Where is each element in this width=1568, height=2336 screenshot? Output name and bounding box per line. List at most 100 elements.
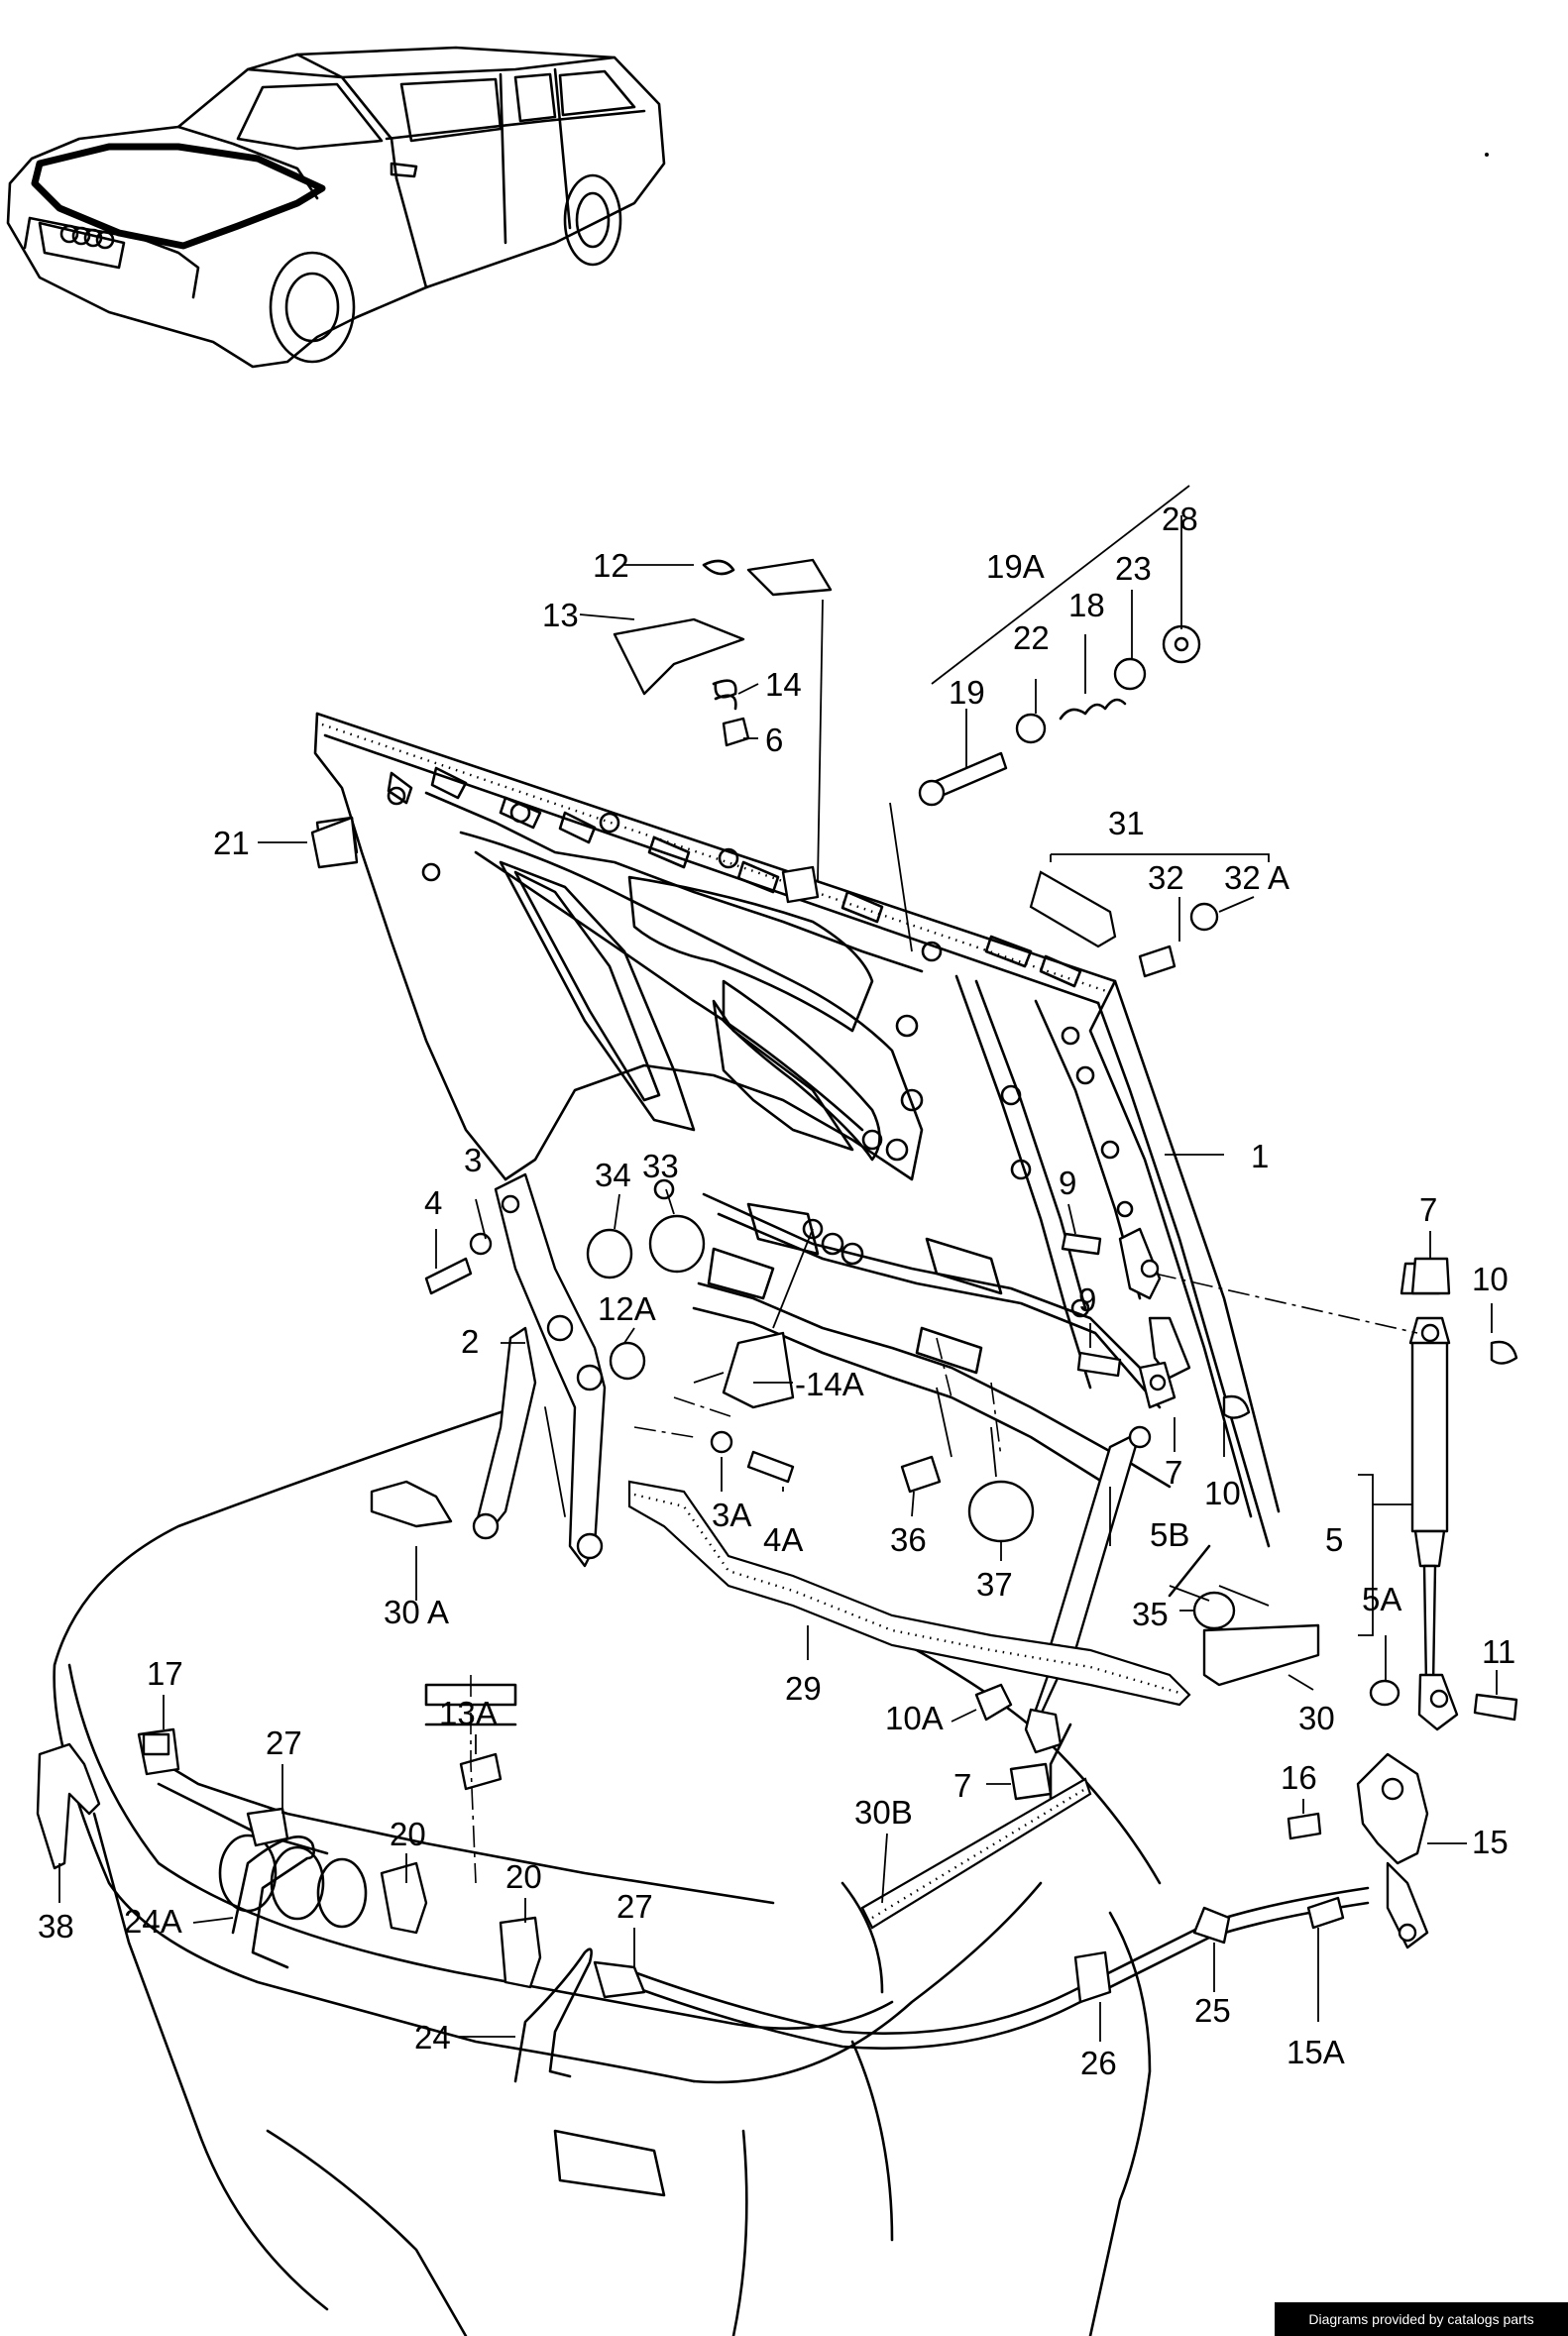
bush-7a [1410, 1257, 1451, 1295]
callout-15: 15 [1472, 1824, 1509, 1860]
callout-25: 25 [1194, 1992, 1231, 2029]
callout-1: 1 [1251, 1138, 1269, 1174]
screw-32 [1138, 945, 1176, 978]
callout-31: 31 [1108, 805, 1145, 841]
callout-13: 13 [542, 597, 579, 633]
bush-7c [1009, 1762, 1053, 1801]
bolt-4a [746, 1450, 795, 1484]
handle-24a [231, 1835, 315, 1969]
screw-16 [1287, 1812, 1322, 1840]
clip-15a [1306, 1896, 1345, 1930]
clip-20a [380, 1861, 428, 1935]
callout-15a: 15A [1287, 2034, 1345, 2070]
clip-10b [1222, 1394, 1251, 1419]
callout-22: 22 [1013, 619, 1050, 656]
front-body [53, 1405, 1211, 2336]
clip-10a [1490, 1340, 1518, 1365]
callout-18: 18 [1068, 587, 1105, 623]
callout-32: 32 [1148, 859, 1184, 896]
clip-36 [900, 1455, 942, 1494]
pin-9a [1061, 1232, 1102, 1256]
buffer-12a [609, 1341, 646, 1381]
callout-13a: 13A [439, 1695, 498, 1731]
callout-14a: -14A [795, 1366, 864, 1402]
callout-19a: 19A [986, 548, 1045, 585]
hood-hinge-right [1118, 1227, 1191, 1409]
callout-7a: 7 [1419, 1191, 1437, 1228]
callout-30a: 30 A [384, 1594, 449, 1630]
seal-strip [627, 1480, 1191, 1707]
callout-34: 34 [595, 1157, 631, 1193]
clip-20b [499, 1916, 542, 1989]
grommet-33 [648, 1214, 706, 1274]
washer-3 [469, 1232, 493, 1256]
bracket-21 [310, 816, 359, 869]
bolt-assembly [918, 624, 1201, 807]
callout-19: 19 [949, 674, 985, 711]
callout-9b: 9 [1078, 1281, 1096, 1318]
callout-24a: 24A [124, 1903, 182, 1940]
buffer-14a [722, 1331, 795, 1409]
callout-17: 17 [147, 1655, 183, 1692]
callout-26: 26 [1080, 2045, 1117, 2081]
strip-30b [860, 1777, 1092, 1930]
callout-27a: 27 [266, 1724, 302, 1761]
callout-16: 16 [1281, 1759, 1317, 1796]
hood-panel [313, 712, 1281, 1548]
callout-30b: 30B [854, 1794, 913, 1831]
callout-29: 29 [785, 1670, 822, 1707]
callout-10a: 10 [1472, 1261, 1509, 1297]
cap-5a [1369, 1679, 1400, 1707]
callout-30: 30 [1298, 1700, 1335, 1736]
callout-35: 35 [1132, 1596, 1169, 1632]
callout-28: 28 [1162, 501, 1198, 537]
callout-3a: 3A [712, 1497, 751, 1533]
callout-12a: 12A [598, 1290, 656, 1327]
callout-5: 5 [1325, 1521, 1343, 1558]
screw-17 [142, 1732, 170, 1756]
callout-6: 6 [765, 722, 783, 758]
car-thumbnail [6, 46, 666, 369]
callout-11: 11 [1482, 1633, 1515, 1670]
callout-2: 2 [461, 1323, 479, 1360]
callout-27b: 27 [616, 1888, 653, 1925]
callout-4a: 4A [763, 1521, 803, 1558]
callout-38: 38 [38, 1908, 74, 1945]
leader-lines [58, 485, 1498, 2042]
callout-4: 4 [424, 1184, 442, 1221]
gas-strut [1400, 1262, 1459, 1731]
assembly-lines [470, 599, 1418, 1884]
callout-33: 33 [642, 1148, 679, 1184]
part-13a [459, 1752, 503, 1791]
seal-31 [1029, 870, 1117, 948]
callout-24: 24 [414, 2019, 451, 2056]
bolt-11 [1473, 1693, 1518, 1722]
clip-32a [1189, 902, 1219, 932]
callout-12: 12 [593, 547, 629, 584]
callout-14: 14 [765, 666, 802, 703]
handle-24 [513, 1947, 593, 2083]
credit-badge: Diagrams provided by catalogs parts [1275, 2302, 1568, 2336]
pin-9b [1076, 1351, 1122, 1378]
clip-10a-part [974, 1683, 1013, 1722]
bracket-30a [370, 1480, 453, 1528]
bolt-4 [424, 1257, 473, 1295]
strip-30 [1202, 1623, 1320, 1687]
callout-5a: 5A [1362, 1581, 1401, 1617]
callout-20b: 20 [505, 1858, 542, 1895]
callout-20a: 20 [390, 1816, 426, 1852]
callout-32a: 32 A [1224, 859, 1289, 896]
buffer-37 [967, 1480, 1035, 1543]
callout-3: 3 [464, 1142, 482, 1178]
callout-10b: 10 [1204, 1475, 1241, 1511]
callout-labels: 12 13 14 6 19A 28 23 18 22 19 2 1 31 32 3… [38, 501, 1515, 2081]
hood-latch [1356, 1752, 1429, 1949]
callout-36: 36 [890, 1521, 927, 1558]
bracket-38 [36, 1742, 101, 1870]
grommet-34 [586, 1228, 633, 1279]
callout-10a-lbl: 10A [885, 1700, 944, 1736]
gas-strut-5b [1024, 1425, 1152, 1754]
callout-7b: 7 [1165, 1454, 1182, 1491]
stray-dot [1485, 153, 1489, 157]
callout-23: 23 [1115, 550, 1152, 587]
